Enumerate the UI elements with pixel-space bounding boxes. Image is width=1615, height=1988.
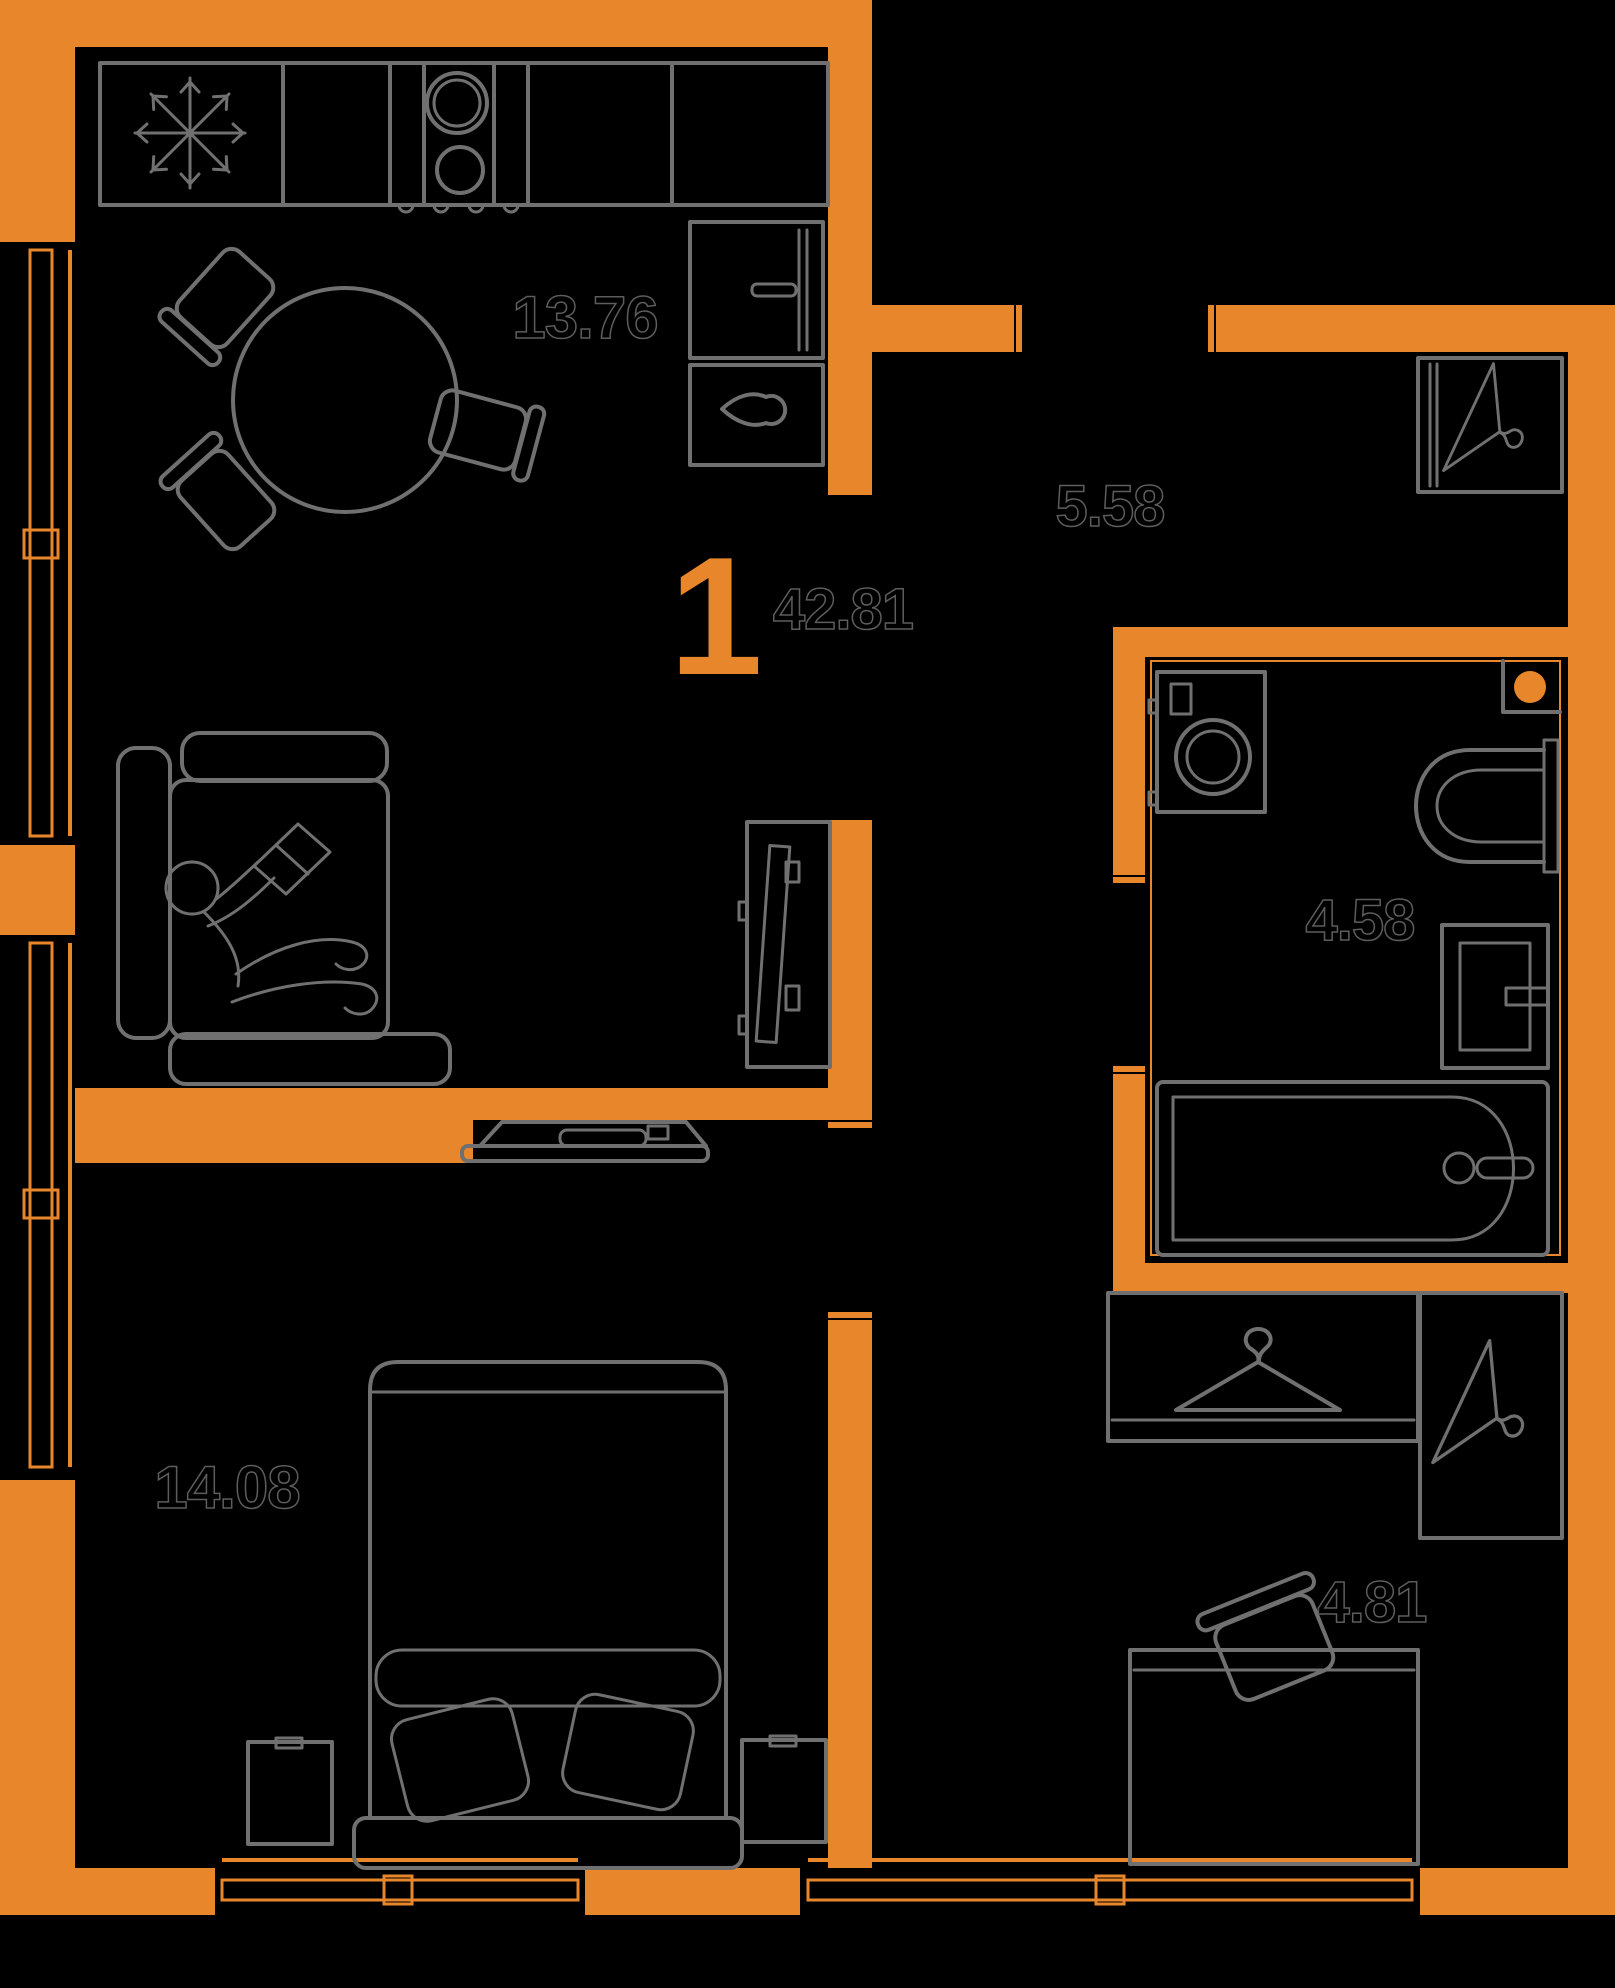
pillow: [390, 1697, 530, 1823]
wardrobe-cabinet-vertical: [1418, 1291, 1564, 1540]
hanger-icon: [1431, 1338, 1552, 1493]
area-label-wardrobe: 4.81: [1318, 1570, 1427, 1635]
bed: [352, 1360, 744, 1870]
wall-bedroom-right: [828, 1320, 872, 1868]
sink-icon: [720, 392, 788, 427]
wardrobe-cabinet-horizontal: [1106, 1291, 1420, 1443]
wall-bathroom-left-lower: [1113, 1074, 1145, 1263]
wall-top-living: [0, 0, 872, 47]
hanger-icon: [1174, 1326, 1342, 1412]
wall-right: [1568, 305, 1615, 1915]
wall-bathroom-bottom: [1113, 1263, 1568, 1293]
wall-entry-left: [872, 305, 1014, 352]
dining-chair: [423, 379, 548, 485]
desk-chair: [1195, 1570, 1336, 1702]
wall-living-right-lower: [828, 820, 872, 1088]
wall-bathroom-left-upper: [1113, 657, 1145, 875]
wall-bathroom-top: [1113, 627, 1568, 657]
stove-feet: [397, 203, 520, 214]
wall-living-bedroom-thick: [75, 1120, 473, 1163]
nightstand: [740, 1734, 828, 1844]
walls: [0, 0, 1615, 1915]
window-bedroom-bottom: [220, 1858, 580, 1906]
stove-burners-icon: [397, 71, 520, 214]
window-bedroom-left: [22, 941, 72, 1469]
windows: [22, 248, 1414, 1906]
snowflake-icon: [133, 76, 247, 190]
bedroom-door-jamb-top: [828, 1122, 872, 1128]
area-label-kitchen-living: 13.76: [512, 284, 657, 351]
wall-left-bottom: [0, 1480, 75, 1915]
bedroom: [246, 1120, 828, 1870]
area-label-hallway: 5.58: [1056, 474, 1165, 539]
kitchen-sink-cabinet: [688, 363, 825, 467]
wall-bottom-seg2: [585, 1868, 800, 1915]
unit-total-area: 42.81: [773, 577, 913, 642]
bedroom-tv: [460, 1120, 710, 1163]
tv-unit: [737, 820, 832, 1069]
dining-table: [231, 286, 459, 514]
desk: [1128, 1648, 1420, 1866]
wall-left-top: [0, 0, 75, 242]
wall-living-right-upper: [828, 47, 872, 495]
pillow: [561, 1692, 695, 1812]
kitchen-tall-cabinet: [688, 220, 825, 360]
sofa: [116, 731, 452, 1086]
person-reading-icon: [164, 822, 379, 1016]
hallway: [1416, 356, 1564, 497]
wall-living-bedroom-thin: [75, 1088, 872, 1120]
hallway-wardrobe: [1416, 356, 1564, 497]
tv-icon: [754, 844, 792, 1044]
wall-entry-right: [1216, 305, 1568, 352]
window-living-left: [22, 248, 72, 838]
entry-door-jamb-left: [1016, 305, 1022, 352]
bathroom-door-jamb-bottom: [1113, 1066, 1145, 1072]
wall-left-pier: [0, 845, 75, 935]
bathroom: [1147, 659, 1562, 1257]
area-label-bedroom: 14.08: [154, 1454, 299, 1521]
bathtub-icon: [1155, 1080, 1550, 1257]
wall-bottom-seg1: [0, 1868, 215, 1915]
blanket-fold: [374, 1648, 722, 1708]
duct-niche: [1501, 659, 1562, 714]
entry-door-jamb-right: [1208, 305, 1214, 352]
living-room: [116, 731, 832, 1086]
labels: 13.76 5.58 1 42.81 4.58 14.08 4.81: [154, 283, 1429, 1636]
window-wardrobe-bottom: [806, 1858, 1414, 1906]
toilet-icon: [1414, 738, 1560, 874]
nightstand: [246, 1736, 334, 1846]
bedroom-door-jamb-bottom: [828, 1312, 872, 1318]
bathroom-sink: [1440, 923, 1550, 1070]
bathroom-door-jamb-top: [1113, 877, 1145, 883]
dining-chair: [154, 237, 285, 371]
kitchen-counter-dividers: [281, 61, 674, 207]
dining-chair: [155, 427, 286, 561]
kitchen: [98, 61, 830, 561]
washing-machine-icon: [1147, 670, 1267, 814]
unit-rooms-count: 1: [669, 522, 762, 710]
kitchen-counter: [98, 61, 830, 207]
area-label-bathroom: 4.58: [1306, 888, 1415, 953]
hanger-icon: [1442, 362, 1548, 497]
pipe-shaft-icon: [1514, 671, 1546, 703]
wardrobe-room: [1106, 1291, 1564, 1866]
